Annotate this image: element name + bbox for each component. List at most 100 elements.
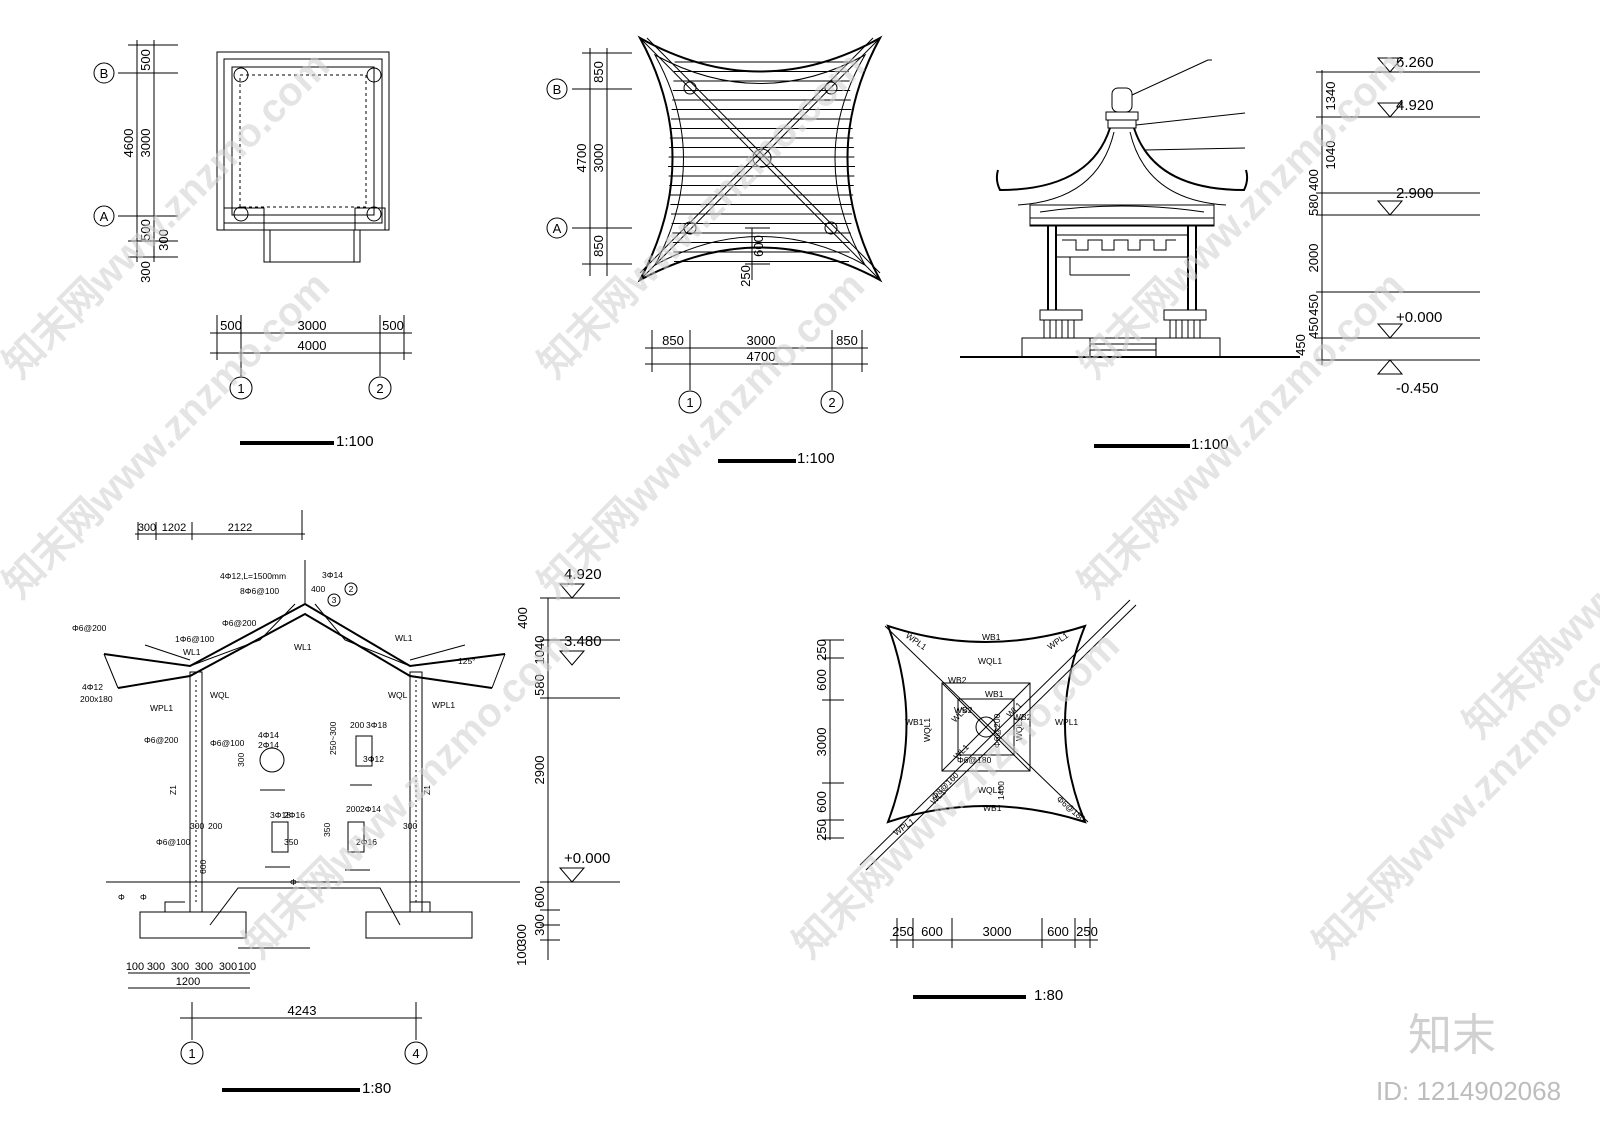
- section-rebar-label: Z1: [422, 785, 432, 795]
- section-rebar-label: 2Φ14: [258, 740, 279, 750]
- roof-structure-label: WB1: [985, 689, 1004, 699]
- section-view: 300 1202 2122 4Φ12,L=1500mm 3Φ14 400 8Φ6@10…: [72, 510, 620, 1097]
- roof-structure-label: WQL1: [1014, 717, 1024, 741]
- section-rebar-label: WQL: [388, 690, 408, 700]
- section-rebar-label: WL1: [395, 633, 413, 643]
- section-top-dim-2: 1202: [162, 522, 186, 534]
- elev-level-2: 4.920: [1396, 97, 1434, 114]
- section-right-dim-3: 580: [532, 674, 547, 696]
- section-rebar-label: 200: [346, 804, 360, 814]
- struct-left-dim-5: 250: [814, 819, 829, 841]
- elev-dim-2: 1040: [1323, 141, 1338, 170]
- plan-left-dim-3: 500: [138, 219, 153, 241]
- section-rebar-label: 4Φ14: [258, 730, 279, 740]
- roof-grid-row-a: A: [553, 221, 562, 236]
- section-rebar-label: 300: [403, 821, 417, 831]
- roof-structure-label: WPL1: [1055, 717, 1078, 727]
- section-rebar-label: 8Φ6@100: [240, 586, 279, 596]
- section-rebar-label: 200: [208, 821, 222, 831]
- section-rebar-label: Φ6@100: [210, 738, 245, 748]
- section-rebar-label: Φ: [118, 892, 125, 902]
- plan-grid-row-b: B: [100, 66, 109, 81]
- watermark-brand: 知末: [1408, 1010, 1496, 1061]
- section-top-dim-3: 2122: [228, 522, 252, 534]
- elev-dim-7: 450: [1306, 317, 1321, 339]
- section-rebar-label: 2Φ16: [284, 810, 305, 820]
- elev-level-5: -0.450: [1396, 380, 1439, 397]
- elev-scale: 1:100: [1191, 436, 1229, 453]
- roof-center-dim-1: 600: [751, 235, 766, 257]
- section-rebar-label: Φ: [140, 892, 147, 902]
- roof-plan: 4700 850 3000 850 B A 600 250 850 3000: [546, 35, 883, 467]
- section-detail-mark-2: 2: [349, 584, 354, 594]
- elev-dim-6: 450: [1306, 294, 1321, 316]
- section-rebar-label: 3Φ14: [322, 570, 343, 580]
- section-grid-col-1: 1: [188, 1046, 195, 1061]
- section-right-dim-2: 1040: [532, 636, 547, 665]
- roof-left-total: 4700: [574, 144, 589, 173]
- roof-bottom-dim-2: 3000: [747, 333, 776, 348]
- roof-structure-label: WB2: [954, 705, 973, 715]
- struct-left-dim-4: 600: [814, 791, 829, 813]
- section-rebar-label: WL1: [183, 647, 201, 657]
- section-rebar-label: Z1: [168, 785, 178, 795]
- roof-center-dim-2: 250: [738, 265, 753, 287]
- section-rebar-label: 1Φ6@100: [175, 634, 214, 644]
- section-right-dim-1: 400: [515, 607, 530, 629]
- struct-bottom-dim-5: 250: [1076, 924, 1098, 939]
- section-rebar-label: WL1: [294, 642, 312, 652]
- roof-bottom-dim-3: 850: [836, 333, 858, 348]
- section-level-1: 4.920: [564, 566, 602, 583]
- roof-structure-label: WB2: [1013, 712, 1032, 722]
- section-rebar-label: 125°: [458, 656, 476, 666]
- plan-left-dim-5: 300: [138, 261, 153, 283]
- section-right-dim-8: 100: [514, 944, 529, 966]
- plan-view: 4600 500 3000 500 300 300 B A 500 3000 5…: [93, 40, 412, 450]
- section-grid-col-4: 4: [412, 1046, 419, 1061]
- roof-grid-col-2: 2: [828, 395, 835, 410]
- section-rebar-label: 3Φ18: [270, 810, 291, 820]
- section-rebar-label: Φ6@100: [156, 837, 191, 847]
- roof-structure-label: Φ6@180: [1055, 794, 1088, 824]
- plan-bottom-dim-1: 500: [220, 318, 242, 333]
- section-level-2: 3.480: [564, 633, 602, 650]
- elev-dim-4: 580: [1306, 194, 1321, 216]
- plan-bottom-total: 4000: [298, 338, 327, 353]
- watermark-id: ID: 1214902068: [1376, 1076, 1561, 1106]
- roof-structure-label: Φ6@180: [957, 755, 992, 765]
- roof-left-dim-1: 850: [591, 61, 606, 83]
- section-rebar-label: 300: [236, 753, 246, 767]
- section-rebar-label: 200: [350, 720, 364, 730]
- section-scale: 1:80: [362, 1080, 391, 1097]
- section-foot-dim-2: 300: [147, 961, 165, 973]
- elevation-view: 6.260 4.920 2.900 +0.000 -0.450 1340 104…: [960, 54, 1480, 453]
- section-rebar-label: 4Φ12: [82, 682, 103, 692]
- elev-dim-1: 1340: [1323, 82, 1338, 111]
- elev-level-1: 6.260: [1396, 54, 1434, 71]
- section-level-3: +0.000: [564, 850, 610, 867]
- section-rebar-label: WPL1: [150, 703, 173, 713]
- struct-left-dim-3: 3000: [814, 728, 829, 757]
- section-foot-dim-5: 300: [219, 961, 237, 973]
- section-rebar-label: 4Φ12,L=1500mm: [220, 571, 286, 581]
- struct-scale: 1:80: [1034, 987, 1063, 1004]
- roof-structure-label: Φ6@200: [992, 713, 1002, 748]
- section-foot-total: 1200: [176, 976, 200, 988]
- struct-left-dim-2: 600: [814, 669, 829, 691]
- plan-left-total: 4600: [121, 129, 136, 158]
- section-right-dim-7: 300: [514, 924, 529, 946]
- section-rebar-label: 3Φ12: [363, 754, 384, 764]
- roof-left-dim-3: 850: [591, 235, 606, 257]
- roof-bottom-total: 4700: [747, 349, 776, 364]
- section-rebar-label: 300: [190, 821, 204, 831]
- roof-structure-label: WB1: [983, 803, 1002, 813]
- section-foot-dim-4: 300: [195, 961, 213, 973]
- plan-left-dim-1: 500: [138, 49, 153, 71]
- section-foot-dim-1: 100: [126, 961, 144, 973]
- elev-level-4: +0.000: [1396, 309, 1442, 326]
- section-rebar-label: 600: [198, 860, 208, 874]
- plan-left-dim-4: 300: [156, 229, 171, 251]
- elev-level-3: 2.900: [1396, 185, 1434, 202]
- roof-left-dim-2: 3000: [591, 144, 606, 173]
